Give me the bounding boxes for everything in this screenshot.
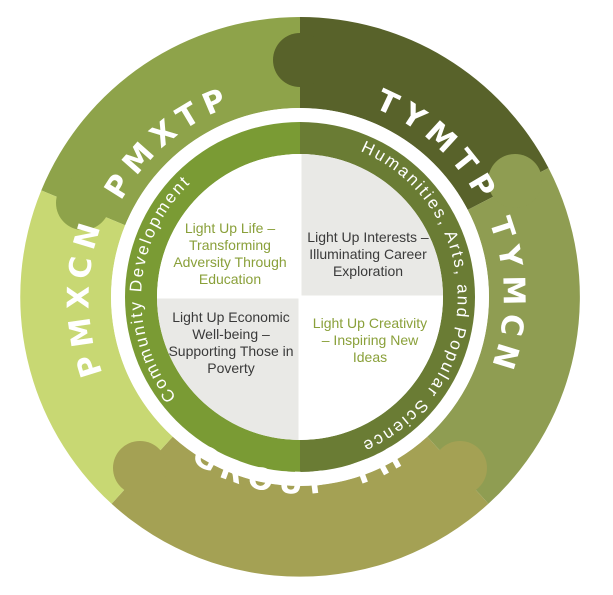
knob-group-th-left — [113, 441, 167, 495]
quadrant-bottom-right-text: Light Up Creativity – Inspiring New Idea… — [312, 314, 428, 365]
puzzle-knobs — [56, 33, 542, 495]
outer-segment-tymcn — [427, 168, 580, 504]
quadrant-top-right-text: Light Up Interests – Illuminating Career… — [307, 228, 429, 279]
knob-pmxtp — [56, 176, 110, 230]
outer-segment-pmxtp — [41, 17, 301, 226]
outer-ring — [20, 17, 580, 577]
quadrant-top-left-text: Light Up Life – Transforming Adversity T… — [173, 220, 287, 287]
knob-tymtp — [273, 33, 327, 87]
knob-group-th — [433, 441, 487, 495]
knob-tymcn — [488, 154, 542, 208]
quadrant-top-left-bg — [157, 154, 300, 297]
quadrant-bottom-left-bg — [157, 297, 300, 440]
quadrant-bottom-left-text: Light Up Economic Well-being – Supportin… — [168, 309, 294, 376]
quadrant-bottom-right-bg — [300, 297, 443, 440]
outer-segment-pmxcn — [20, 190, 173, 504]
outer-segment-group-th — [111, 436, 489, 577]
outer-segment-tymtp — [300, 17, 549, 210]
quadrant-top-right-bg — [300, 154, 443, 297]
